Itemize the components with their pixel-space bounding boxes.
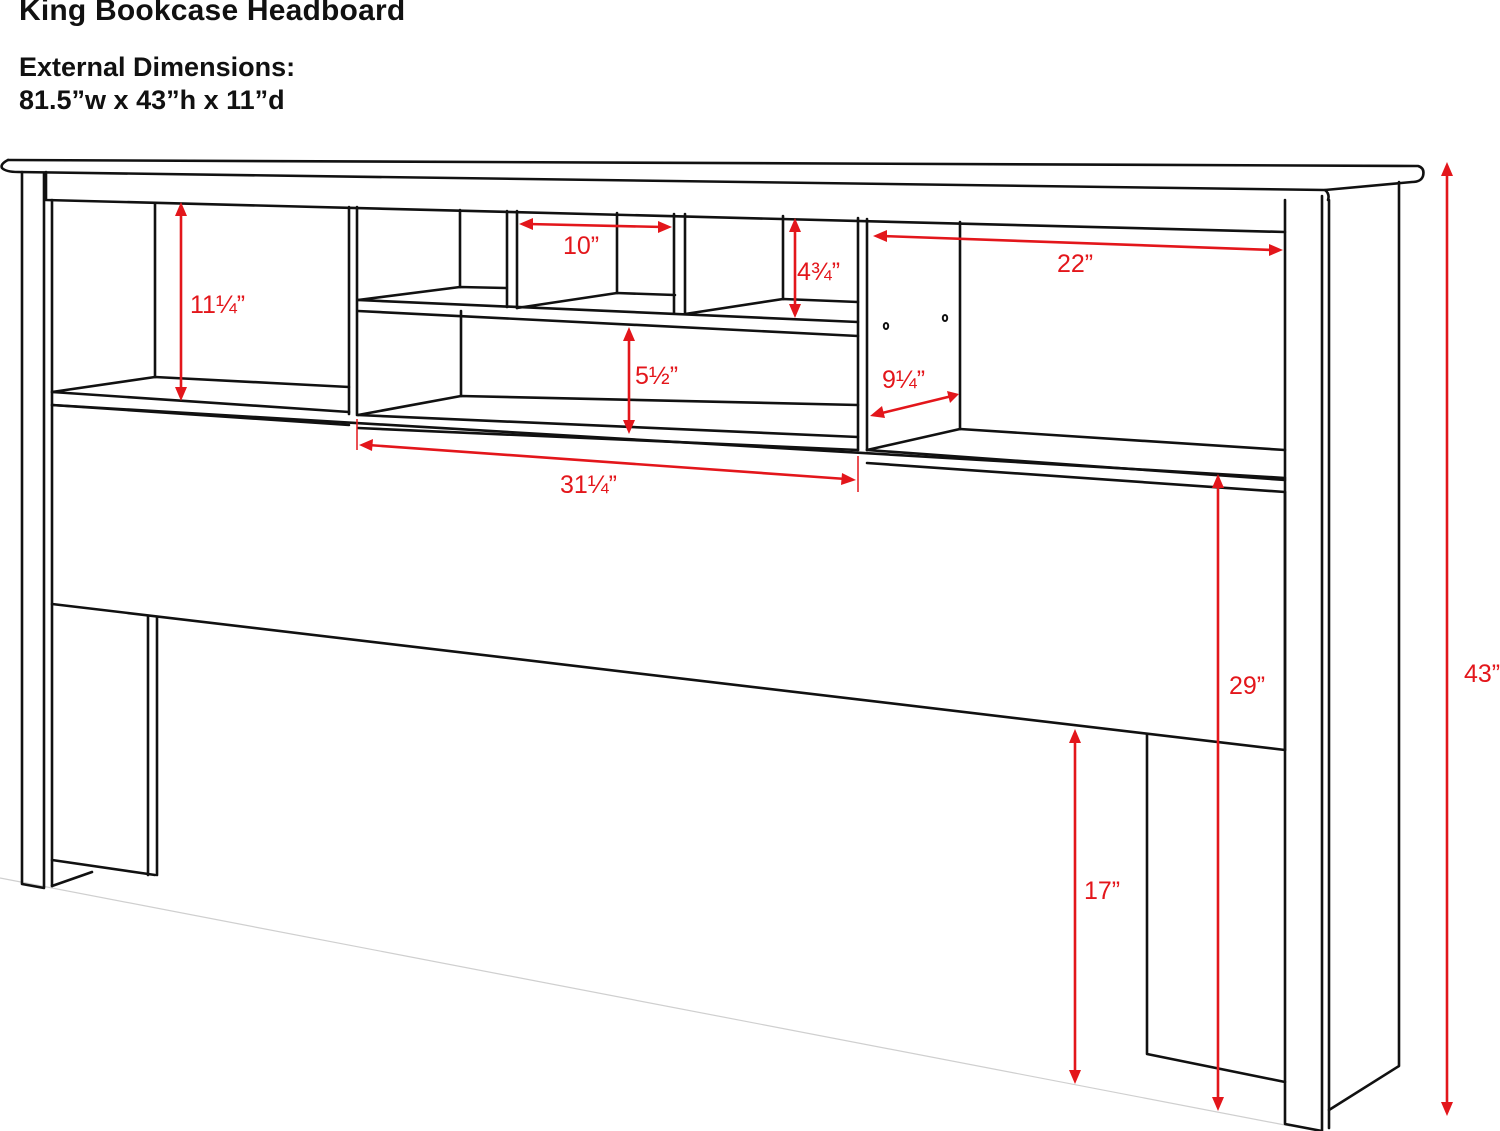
label-panel-clearance: 17” (1084, 877, 1120, 905)
dim-overall-height: 43” (1441, 162, 1500, 1116)
label-center-section-width: 31¼” (560, 471, 617, 499)
label-shelf-height: 29” (1229, 672, 1265, 700)
dim-right-cubby-depth: 9¼” (870, 366, 959, 418)
lower-panel (50, 490, 1287, 1084)
center-section (50, 205, 1287, 480)
dim-shelf-height: 29” (1212, 474, 1265, 1111)
label-right-cubby-width: 22” (1057, 250, 1093, 278)
dim-panel-clearance: 17” (1069, 729, 1120, 1084)
left-post (20, 170, 157, 890)
page-title: King Bookcase Headboard (19, 0, 406, 27)
dim-small-cubby-height: 4¾” (789, 218, 840, 318)
floor-line (0, 877, 1291, 1127)
dim-lower-center-height: 5½” (623, 327, 678, 434)
mounting-hole-right (941, 314, 949, 322)
label-right-cubby-depth: 9¼” (882, 366, 925, 394)
top-cap (0, 158, 1425, 234)
dim-left-cubby-height: 11¼” (175, 202, 245, 401)
dim-right-cubby-width: 22” (873, 230, 1283, 278)
label-small-cubby-height: 4¾” (797, 258, 840, 286)
mounting-hole-left (882, 322, 890, 330)
label-lower-center-height: 5½” (635, 362, 678, 390)
right-post (1283, 180, 1401, 1131)
external-dimensions-label: External Dimensions: (19, 52, 296, 82)
dim-small-cubby-width: 10” (519, 218, 672, 260)
label-overall-height: 43” (1464, 660, 1500, 688)
label-small-cubby-width: 10” (563, 232, 599, 260)
external-dimensions-value: 81.5”w x 43”h x 11”d (19, 85, 285, 115)
label-left-cubby-height: 11¼” (190, 291, 245, 319)
dim-center-section-width: 31¼” (356, 419, 859, 499)
